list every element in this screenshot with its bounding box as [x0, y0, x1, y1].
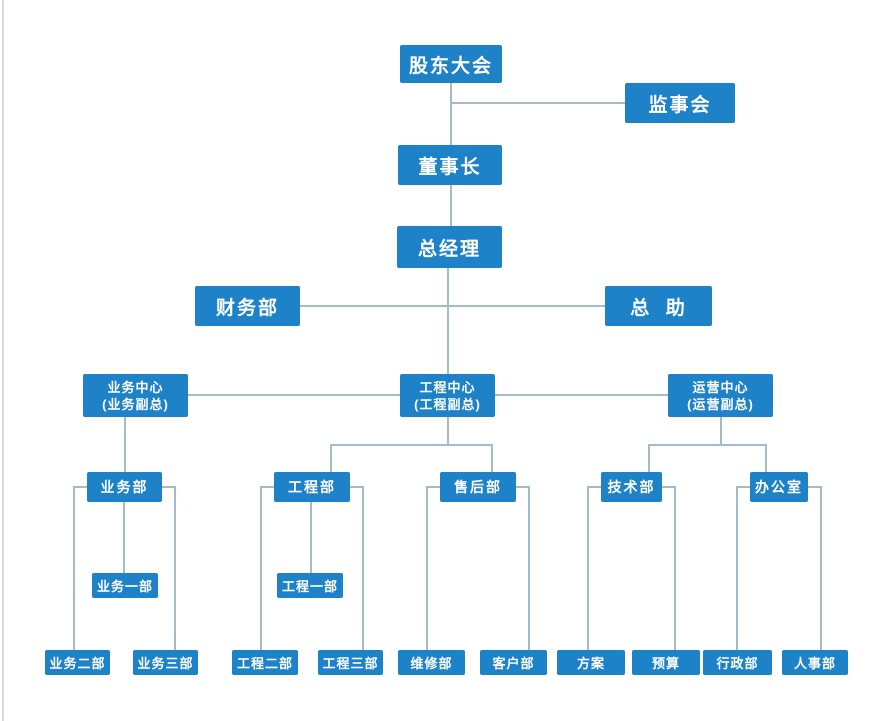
node-label: 总经理 [417, 238, 481, 260]
node-sublabel: (运营副总) [687, 396, 754, 412]
node-finance-dept: 财务部 [195, 286, 300, 326]
connector-segment [720, 416, 722, 445]
connector-segment [73, 486, 75, 650]
node-business-center: 业务中心(业务副总) [83, 374, 188, 417]
node-planning: 方案 [557, 650, 625, 675]
node-business-dept: 业务部 [87, 472, 162, 502]
node-supervisory-board: 监事会 [625, 83, 735, 123]
node-business-div-2: 业务二部 [45, 650, 110, 675]
connector-segment [161, 486, 176, 488]
node-label: 工程中心 [419, 379, 476, 395]
node-label: 办公室 [755, 479, 803, 495]
node-chairman: 董事长 [398, 145, 502, 185]
node-label: 行政部 [716, 656, 759, 671]
connector-segment [188, 394, 400, 396]
node-label: 业务三部 [137, 656, 194, 671]
connector-segment [349, 486, 364, 488]
node-shareholders: 股东大会 [400, 45, 502, 83]
node-label: 售后部 [454, 479, 502, 495]
node-after-sales-dept: 售后部 [440, 472, 516, 502]
connector-segment [426, 486, 441, 488]
node-engineering-div-1: 工程一部 [277, 573, 343, 598]
node-label: 预算 [651, 656, 680, 671]
node-engineering-dept: 工程部 [274, 472, 350, 502]
connector-segment [260, 486, 262, 650]
connector-segment [124, 417, 126, 473]
connector-segment [330, 444, 332, 473]
node-hr-dept: 人事部 [782, 650, 848, 675]
node-general-manager: 总经理 [397, 226, 502, 268]
connector-segment [674, 486, 676, 650]
connector-segment [736, 486, 738, 650]
connector-segment [820, 486, 822, 650]
connector-segment [450, 83, 452, 146]
node-sublabel: (工程副总) [414, 396, 481, 412]
node-admin-dept: 行政部 [703, 650, 772, 675]
node-label: 工程三部 [322, 656, 379, 671]
connector-segment [587, 486, 602, 488]
connector-segment [447, 268, 449, 375]
node-label: 股东大会 [408, 55, 493, 77]
connector-segment [765, 444, 767, 473]
connector-segment [299, 305, 606, 307]
connector-segment [426, 486, 428, 650]
node-label: 客户部 [492, 656, 535, 671]
connector-segment [174, 486, 176, 650]
node-label: 董事长 [418, 156, 482, 178]
connector-segment [661, 486, 676, 488]
node-office: 办公室 [750, 472, 808, 502]
node-sublabel: (业务副总) [102, 396, 169, 412]
connector-segment [260, 486, 275, 488]
node-label: 财务部 [215, 297, 279, 319]
node-label: 维修部 [410, 656, 453, 671]
connector-segment [491, 444, 493, 473]
node-budget: 预算 [632, 650, 700, 675]
connector-segment [648, 444, 650, 473]
connector-segment [450, 185, 452, 227]
node-engineering-center: 工程中心(工程副总) [400, 374, 495, 417]
node-label: 监事会 [648, 94, 712, 116]
node-label: 工程部 [288, 479, 336, 495]
connector-segment [495, 394, 668, 396]
connector-segment [587, 486, 589, 650]
node-maintenance-dept: 维修部 [398, 650, 465, 675]
connector-segment [447, 416, 449, 445]
connector-segment [123, 502, 125, 574]
node-operations-center: 运营中心(运营副总) [668, 374, 773, 417]
node-business-div-3: 业务三部 [133, 650, 198, 675]
node-label: 业务二部 [49, 656, 106, 671]
node-label: 业务中心 [107, 379, 164, 395]
page-left-border [2, 0, 4, 721]
connector-segment [73, 486, 88, 488]
node-label: 业务一部 [96, 579, 153, 594]
node-label: 工程二部 [236, 656, 293, 671]
connector-segment [362, 486, 364, 650]
node-label: 方案 [576, 656, 605, 671]
connector-segment [330, 444, 493, 446]
node-label: 技术部 [607, 479, 656, 495]
node-technology-dept: 技术部 [601, 472, 662, 502]
node-business-div-1: 业务一部 [92, 573, 158, 598]
node-label: 总 助 [630, 297, 687, 319]
node-customer-dept: 客户部 [480, 650, 547, 675]
node-label: 业务部 [100, 479, 149, 495]
node-label: 工程一部 [281, 579, 338, 594]
connector-segment [310, 502, 312, 574]
node-general-assistant: 总 助 [605, 286, 712, 326]
connector-segment [515, 486, 530, 488]
connector-segment [648, 444, 767, 446]
node-label: 人事部 [793, 656, 836, 671]
connector-segment [451, 102, 625, 104]
connector-segment [528, 486, 530, 650]
node-engineering-div-3: 工程三部 [318, 650, 383, 675]
node-engineering-div-2: 工程二部 [232, 650, 298, 675]
connector-segment [736, 486, 751, 488]
node-label: 运营中心 [692, 379, 749, 395]
connector-segment [807, 486, 822, 488]
